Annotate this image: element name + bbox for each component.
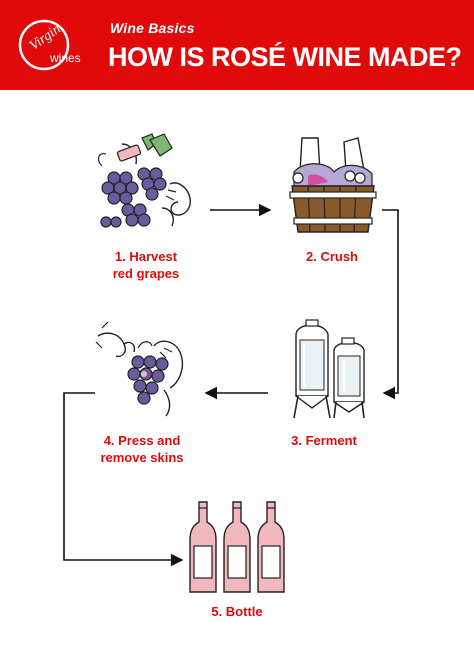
step-2-label: 2. Crush (262, 248, 402, 265)
wine-bottles-icon (189, 501, 285, 593)
press-grapes-icon (95, 322, 184, 417)
step-1-label: 1. Harvest red grapes (76, 248, 216, 282)
page-title: HOW IS ROSÉ WINE MADE? (108, 42, 462, 72)
step-4-label: 4. Press and remove skins (72, 432, 212, 466)
step-3-label-line1: 3. Ferment (291, 433, 357, 448)
arrow-crush-to-ferment (382, 209, 399, 400)
step-4-label-line1: 4. Press and (103, 433, 181, 448)
step-5-label: 5. Bottle (167, 603, 307, 620)
step-1-label-line2: red grapes (112, 266, 180, 281)
svg-text:wines: wines (49, 51, 81, 65)
arrow-press-to-bottle (63, 392, 184, 567)
step-3-label: 3. Ferment (254, 432, 394, 449)
fermentation-tanks-icon (293, 319, 365, 419)
virgin-wines-logo: Virgin wines (18, 19, 81, 71)
header-subtitle: Wine Basics (110, 20, 195, 36)
step-4-label-line2: remove skins (100, 450, 184, 465)
step-1-label-line1: 1. Harvest (114, 249, 178, 264)
step-5-label-line1: 5. Bottle (211, 604, 263, 619)
header-banner: Virgin wines Wine Basics HOW IS ROSÉ WIN… (0, 0, 474, 90)
step-2-label-line1: 2. Crush (305, 249, 358, 264)
crush-barrel-icon (289, 137, 377, 233)
grapes-hand-icon (97, 133, 191, 228)
